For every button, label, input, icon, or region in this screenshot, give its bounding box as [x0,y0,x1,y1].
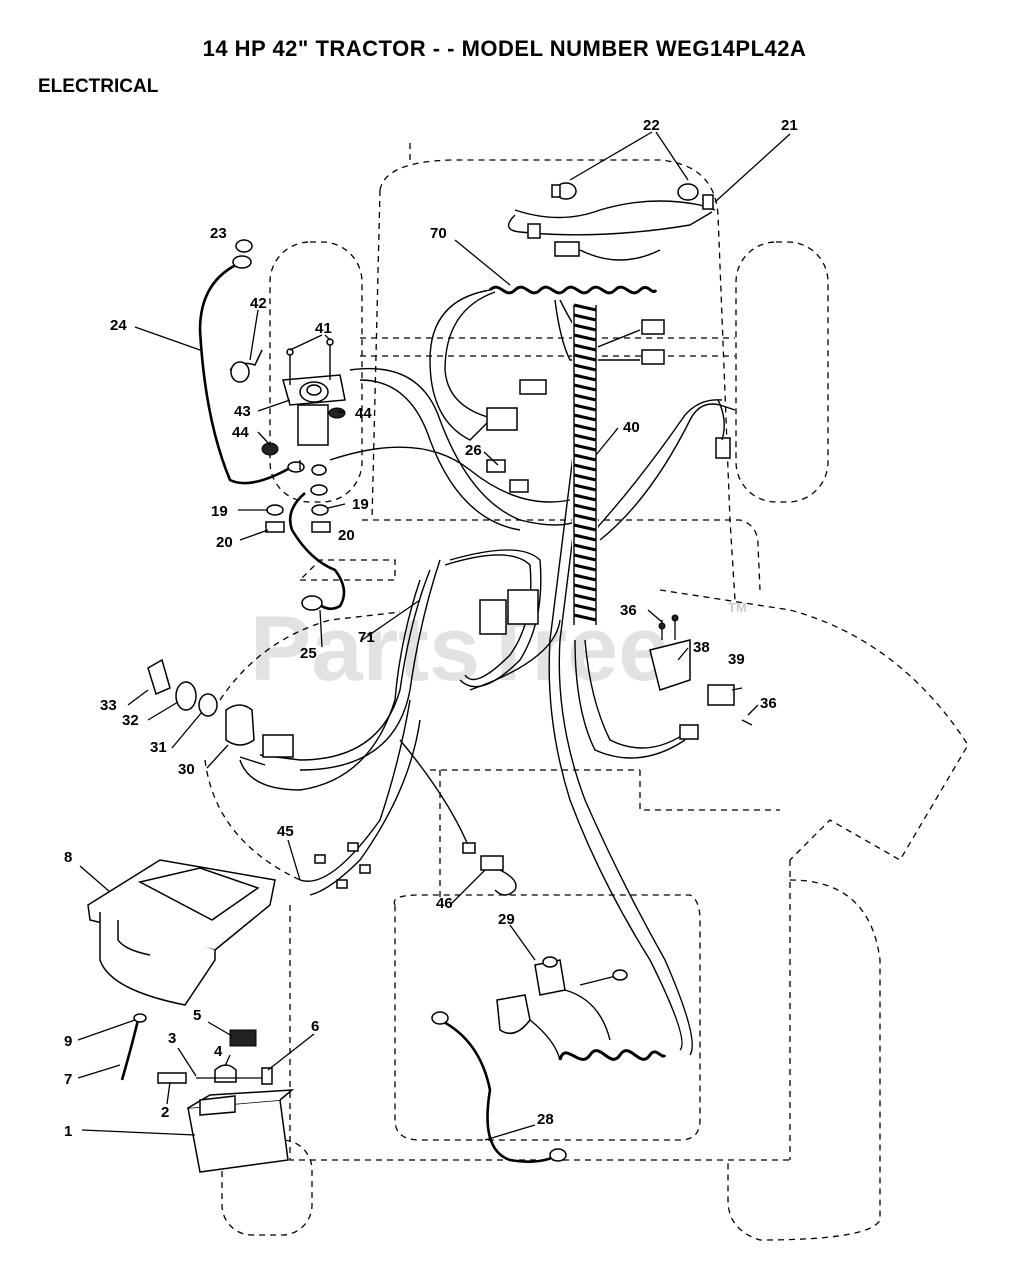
callout-7: 7 [64,1071,72,1088]
vent-tube-7 [120,1019,140,1081]
callout-36-top: 36 [620,602,637,619]
washer-44-right [328,407,346,419]
switch-30 [225,704,255,746]
leader-lines [77,131,791,1141]
callout-4: 4 [214,1043,223,1060]
page-title: 14 HP 42" TRACTOR - - MODEL NUMBER WEG14… [202,36,807,61]
callout-28: 28 [537,1111,554,1128]
callout-26: 26 [465,442,482,459]
bracket-38 [649,639,691,691]
callout-8: 8 [64,849,72,866]
watermark-trademark: TM [728,600,747,615]
callout-1: 1 [64,1123,72,1140]
callout-41: 41 [315,320,332,337]
callout-44-right: 44 [355,405,372,422]
callout-2: 2 [161,1104,169,1121]
callout-9: 9 [64,1033,72,1050]
callout-43: 43 [234,403,251,420]
callout-24: 24 [110,317,127,334]
callout-19-right: 19 [352,496,369,513]
callout-5: 5 [193,1007,201,1024]
section-title: ELECTRICAL [38,76,159,97]
harness-coil-70 [488,285,658,295]
callout-36-bottom: 36 [760,695,777,712]
callout-32: 32 [122,712,139,729]
callout-40: 40 [623,419,640,436]
callout-45: 45 [277,823,294,840]
headlight-bulb-right [677,183,699,201]
callout-29: 29 [498,911,515,928]
callout-70: 70 [430,225,447,242]
cable-28 [439,1018,559,1163]
callout-33: 33 [100,697,117,714]
callout-31: 31 [150,739,167,756]
callout-44-left: 44 [232,424,249,441]
bolt-2-3 [157,1072,187,1084]
front-right-wheel [735,241,829,503]
callout-42: 42 [250,295,267,312]
boot-42 [230,361,250,383]
callout-71: 71 [358,629,375,646]
terminal-6 [261,1067,273,1085]
nut-4 [214,1064,237,1083]
ignition-switch-group [147,658,266,766]
nut-23 [235,239,253,253]
callout-23: 23 [210,225,227,242]
callout-19-left: 19 [211,503,228,520]
rear-components [431,956,667,1163]
battery-group [87,859,295,1173]
key-33 [147,658,171,696]
callout-22: 22 [643,117,660,134]
cable-25 [288,492,346,611]
bezel-32 [175,681,197,711]
front-left-wheel [269,241,363,503]
callout-labels: 22 21 70 23 42 24 41 43 44 44 40 26 19 1… [64,117,798,1140]
callout-46: 46 [436,895,453,912]
cable-24 [198,260,291,485]
harness-coil-40 [572,300,598,630]
callout-6: 6 [311,1018,319,1035]
relay-39 [707,684,735,706]
callout-38: 38 [693,639,710,656]
callout-3: 3 [168,1030,176,1047]
terminal-cover-5 [229,1029,257,1047]
callout-21: 21 [781,117,798,134]
callout-20-right: 20 [338,527,355,544]
main-harness [239,289,736,1056]
callout-30: 30 [178,761,195,778]
headlight-harness [488,182,716,295]
callout-25: 25 [300,645,317,662]
nut-31 [198,693,218,717]
callout-39: 39 [728,651,745,668]
relay-bracket [649,614,753,726]
fitting-9 [133,1013,147,1023]
washer-44-left [261,442,279,456]
callout-20-left: 20 [216,534,233,551]
solenoid-assembly [198,239,346,611]
